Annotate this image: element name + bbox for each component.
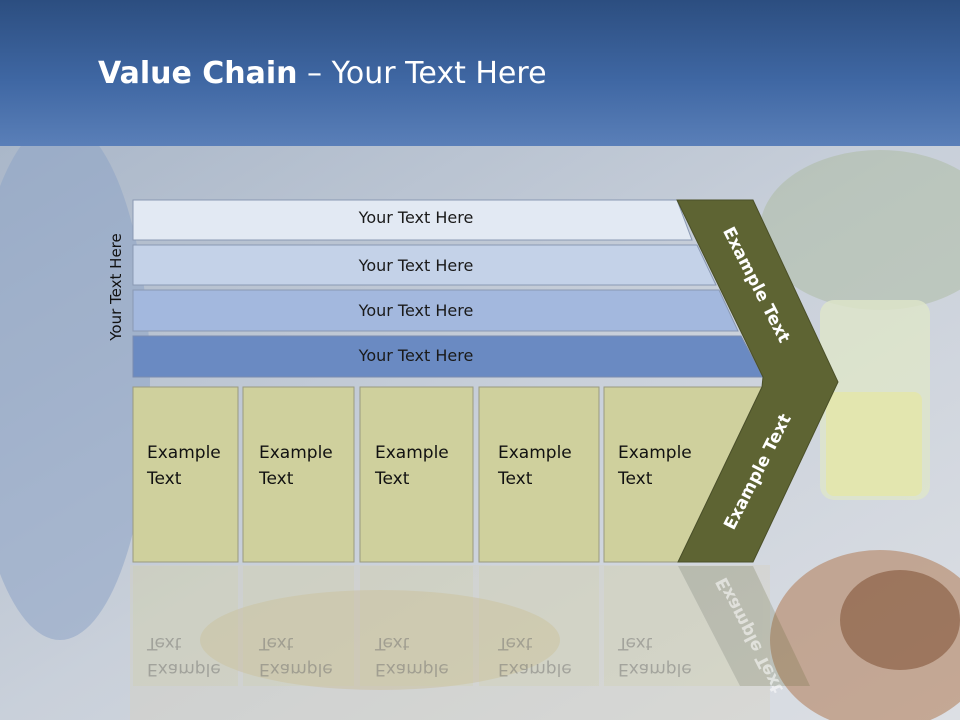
box-2-reflection <box>243 566 354 686</box>
box-4-reflection <box>479 566 599 686</box>
bar-1 <box>132 199 693 241</box>
box-2 <box>242 386 355 563</box>
box-1-line1: Example <box>147 443 221 463</box>
box-1-line2: Text <box>147 469 182 489</box>
box-2-reflection-line1: Example <box>259 659 333 679</box>
box-1-reflection <box>133 566 238 686</box>
bar-4-label: Your Text Here <box>358 346 474 365</box>
box-3-line2: Text <box>375 469 410 489</box>
box-3-reflection-line1: Example <box>375 659 449 679</box>
box-4 <box>478 386 600 563</box>
box-1-text: Example Text <box>147 440 221 492</box>
slide-title: Value Chain – Your Text Here <box>98 54 547 94</box>
box-3-text: Example Text <box>375 440 449 492</box>
box-3 <box>359 386 474 563</box>
box-5-line1: Example <box>618 443 692 463</box>
box-4-reflection-text: Example Text <box>498 630 572 682</box>
box-1-reflection-line1: Example <box>147 659 221 679</box>
box-1 <box>132 386 239 563</box>
box-5-reflection <box>604 566 740 686</box>
box-4-line1: Example <box>498 443 572 463</box>
box-4-reflection-line2: Text <box>498 633 533 653</box>
box-5-reflection-text: Example Text <box>618 630 692 682</box>
box-2-text: Example Text <box>259 440 333 492</box>
bar-3-label: Your Text Here <box>358 301 474 320</box>
box-1-reflection-text: Example Text <box>147 630 221 682</box>
chevron-reflection <box>678 566 810 686</box>
box-3-reflection-text: Example Text <box>375 630 449 682</box>
bar-3 <box>132 289 739 332</box>
chevron <box>676 199 839 563</box>
title-bold: Value Chain <box>98 56 298 91</box>
box-2-reflection-line2: Text <box>259 633 294 653</box>
box-2-reflection-text: Example Text <box>259 630 333 682</box>
title-rest: – Your Text Here <box>297 56 547 91</box>
box-5-reflection-line2: Text <box>618 633 653 653</box>
box-3-line1: Example <box>375 443 449 463</box>
bar-1-label: Your Text Here <box>358 208 474 227</box>
box-5-reflection-line1: Example <box>618 659 692 679</box>
reflection-group <box>133 566 810 686</box>
box-4-line2: Text <box>498 469 533 489</box>
bar-2-label: Your Text Here <box>358 256 474 275</box>
bar-2 <box>132 244 717 286</box>
box-4-reflection-line1: Example <box>498 659 572 679</box>
box-4-text: Example Text <box>498 440 572 492</box>
box-1-reflection-line2: Text <box>147 633 182 653</box>
box-3-reflection <box>360 566 473 686</box>
box-2-line1: Example <box>259 443 333 463</box>
header-band <box>0 0 960 146</box>
box-5-line2: Text <box>618 469 653 489</box>
box-5-text: Example Text <box>618 440 692 492</box>
box-3-reflection-line2: Text <box>375 633 410 653</box>
box-2-line2: Text <box>259 469 294 489</box>
